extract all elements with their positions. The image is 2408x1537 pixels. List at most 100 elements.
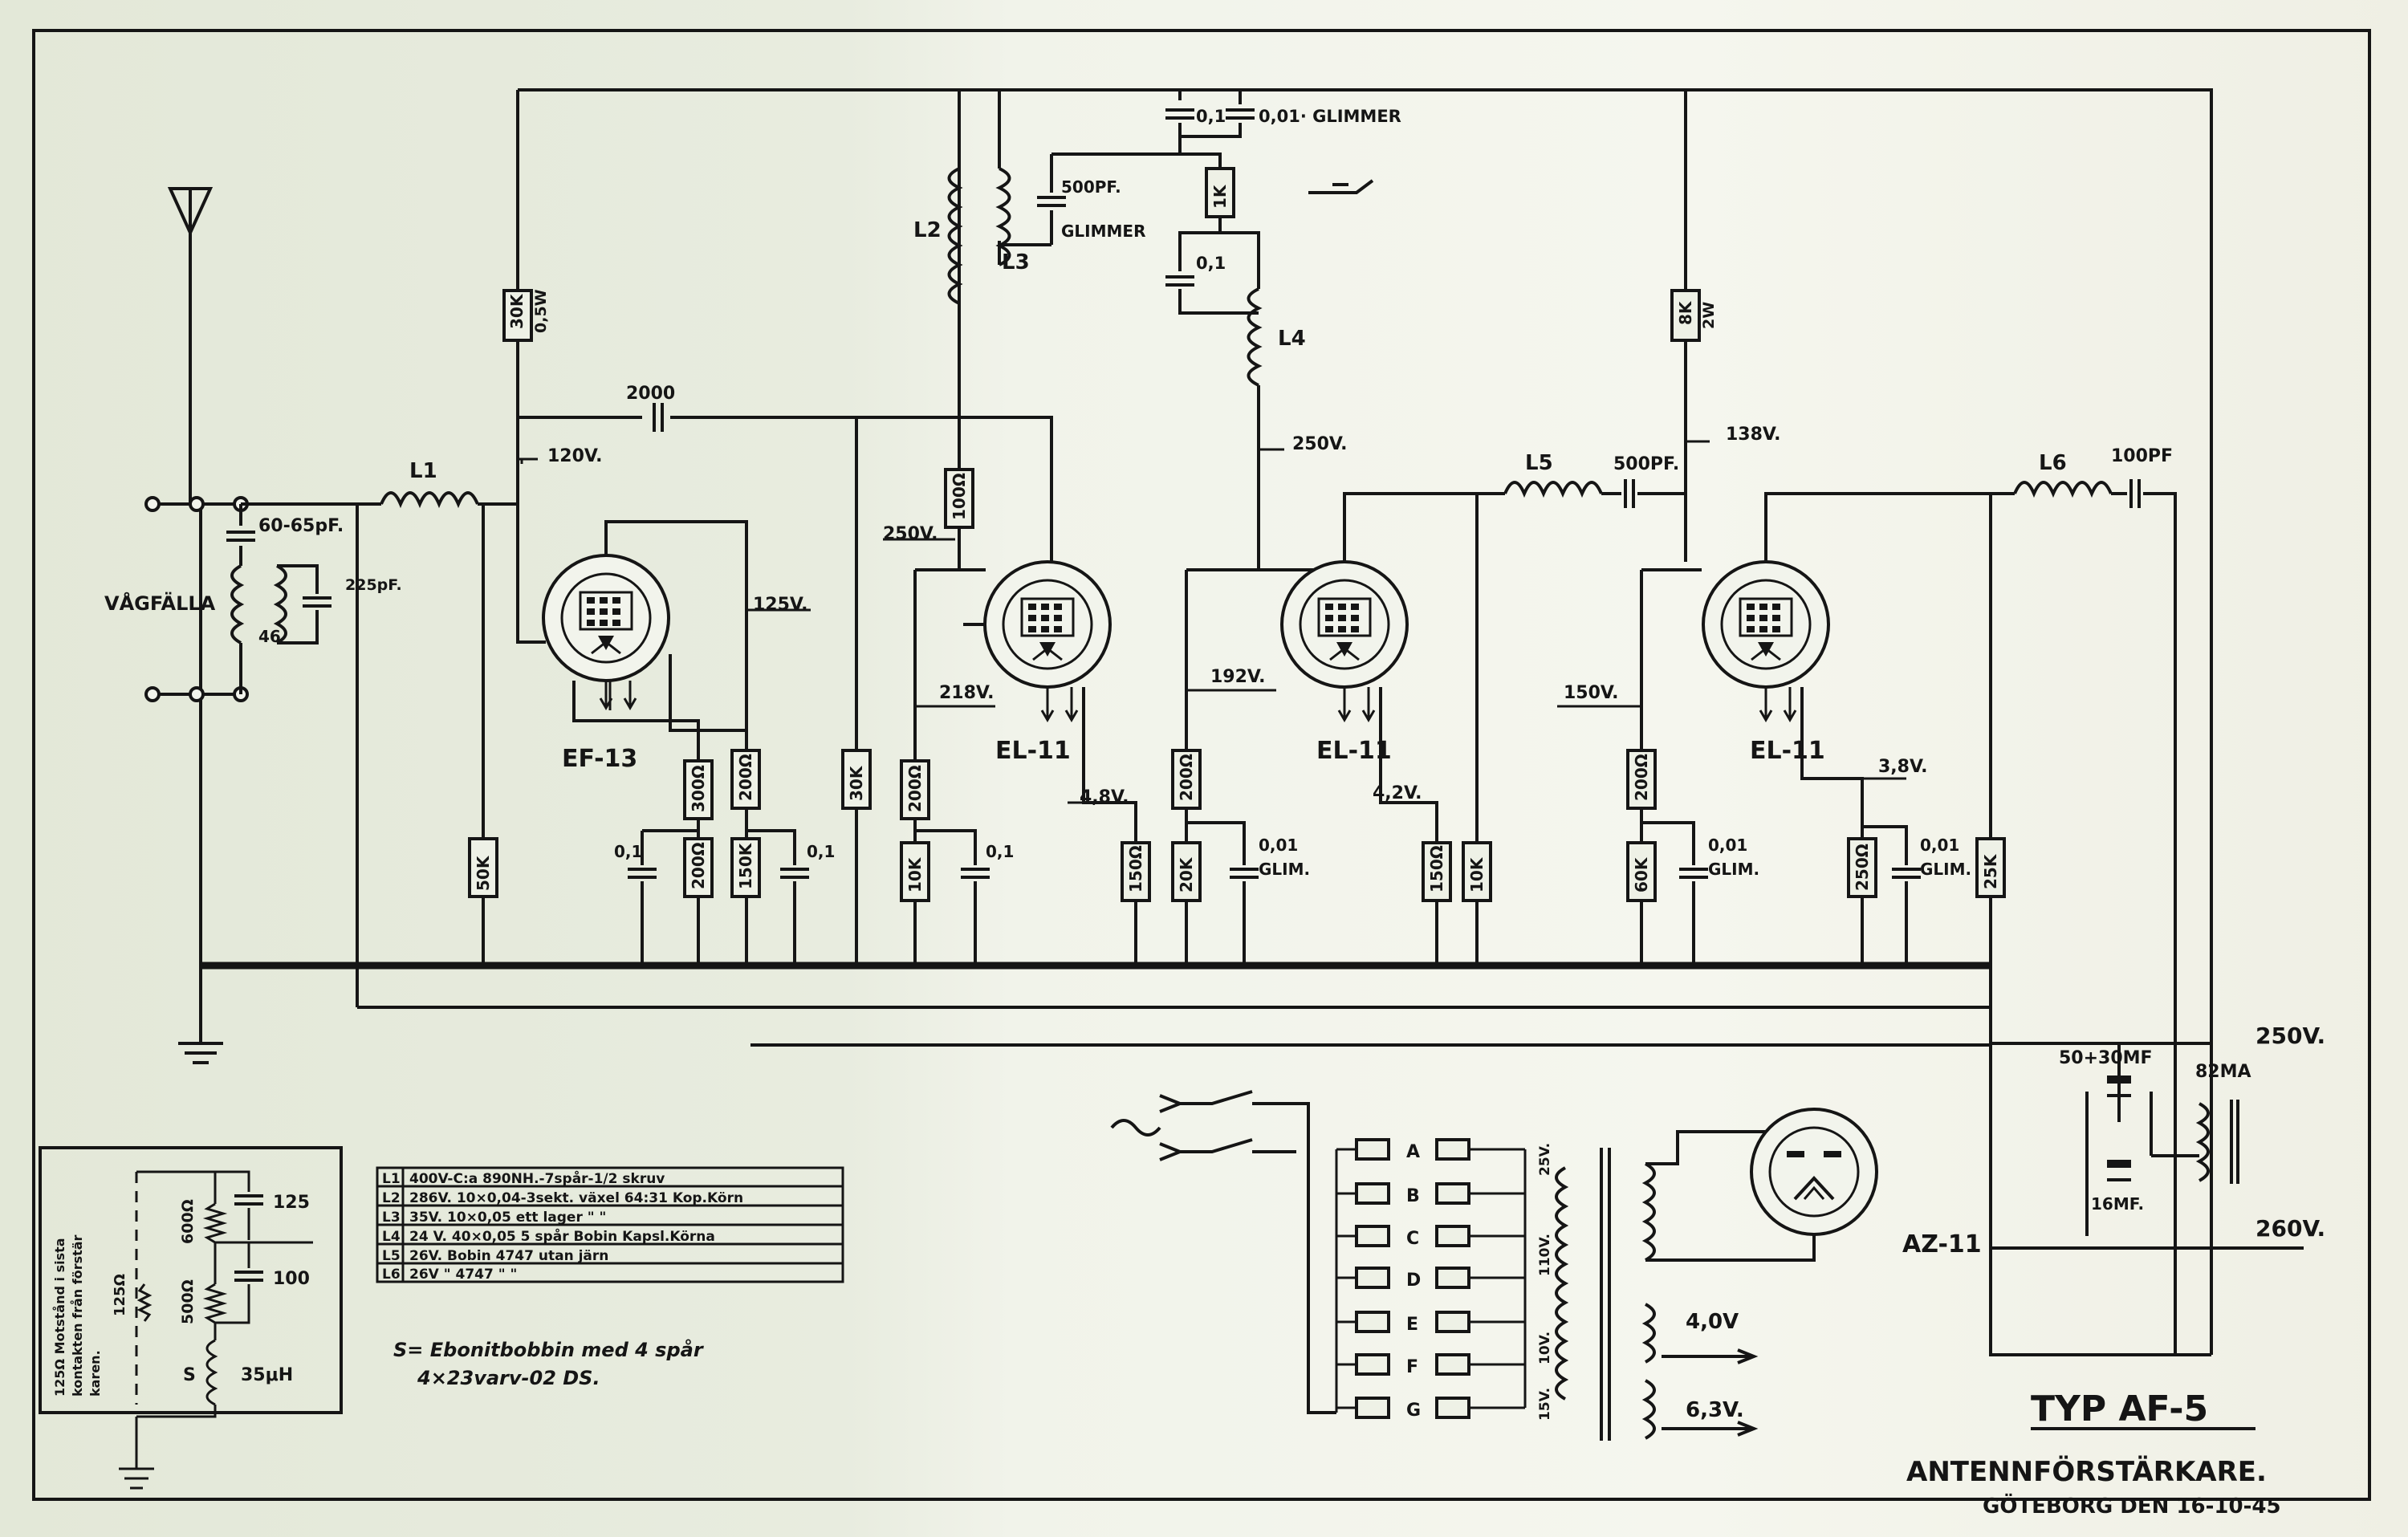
coil-table-row2-spec: 286V. 10×0,04-3sekt. växel 64:31 Kop.Kör…: [409, 1190, 743, 1206]
tube-ef13: [542, 554, 670, 682]
inset-c-100-label: 100: [273, 1269, 310, 1289]
coil-table-row6-spec: 26V " 4747 " ": [409, 1267, 517, 1283]
r-30k-top-label: 30K: [507, 293, 527, 329]
cap-001-glimmer-label: 0,01· GLIMMER: [1259, 107, 1401, 126]
volt-63-label: 6,3V.: [1686, 1398, 1744, 1422]
switch-g-label: G: [1406, 1401, 1421, 1421]
cap-glimmer-label: GLIMMER: [1061, 222, 1145, 241]
inset-r-125-label: 125Ω: [112, 1274, 128, 1316]
r-150k-label: 150K: [736, 842, 755, 889]
volt-192-label: 192V.: [1210, 667, 1265, 687]
r-50k-label: 50K: [474, 855, 493, 891]
coil-l5-label: L5: [1525, 451, 1553, 475]
coil-l6-label: L6: [2039, 451, 2067, 475]
cap-001-glim-b-label: 0,01: [1708, 836, 1747, 855]
coil-table-row3-id: L3: [382, 1210, 401, 1226]
tube-el11-a-label: EL-11: [995, 737, 1071, 765]
volt-15-label: 15V.: [1537, 1388, 1553, 1421]
coil-table: [376, 1166, 844, 1283]
title-subtitle: ANTENNFÖRSTÄRKARE.: [1906, 1455, 2267, 1488]
coil-table-row1-spec: 400V-C:a 890NH.-7spår-1/2 skruv: [409, 1169, 665, 1187]
coil-table-row5-id: L5: [382, 1248, 401, 1264]
title-type: TYP AF-5: [2031, 1389, 2208, 1429]
volt-38-label: 3,8V.: [1878, 757, 1928, 777]
coil-l2: [947, 167, 963, 305]
drawing-border: [32, 29, 2371, 1501]
cap-01-mid-label: 0,1: [1196, 254, 1226, 273]
coil-l4-label: L4: [1278, 327, 1306, 351]
switch-e-label: E: [1406, 1315, 1418, 1335]
volt-48-label: 4,8V.: [1080, 787, 1129, 807]
tube-az11: [1750, 1108, 1878, 1236]
coil-l6: [2013, 481, 2113, 498]
cap-100-l6-label: 100PF: [2111, 446, 2173, 466]
tube-el11-a: [983, 560, 1112, 689]
volt-250a-label: 250V.: [883, 524, 938, 544]
coil-l3: [995, 167, 1011, 266]
coil-table-row1-id: L1: [382, 1171, 401, 1187]
cap-50-30-label: 50+30MF: [2059, 1048, 2153, 1068]
coil-l5: [1503, 481, 1603, 498]
coil-table-row2-id: L2: [382, 1190, 401, 1206]
tube-el11-c: [1702, 560, 1830, 689]
volt-110-label: 110V.: [1537, 1234, 1553, 1276]
coil-l1: [380, 491, 479, 509]
vagfalla-label: VÅGFÄLLA: [104, 592, 216, 615]
note-s-line1: S= Ebonitbobbin med 4 spår: [393, 1338, 705, 1361]
inset-r-500-label: 500Ω: [179, 1279, 197, 1324]
inset-l-35-label: 35μH: [241, 1365, 293, 1385]
inset-side-text-3: karen.: [87, 1350, 103, 1397]
volt-260-label: 260V.: [2255, 1215, 2325, 1242]
coil-l3-label: L3: [1002, 250, 1030, 274]
tube-el11-b: [1280, 560, 1409, 689]
inset-r-600-label: 600Ω: [179, 1199, 197, 1244]
volt-10-label: 10V.: [1537, 1332, 1553, 1364]
volt-82ma-label: 82MA: [2195, 1062, 2251, 1082]
r-8k-watt-label: 2W: [1700, 302, 1718, 329]
volt-40-label: 4,0V: [1686, 1310, 1739, 1334]
volt-42-label: 4,2V.: [1373, 783, 1422, 803]
switch-b-label: B: [1406, 1186, 1420, 1206]
volt-138-label: 138V.: [1726, 425, 1780, 445]
r-150b-label: 150Ω: [1427, 845, 1446, 893]
glim-c-label: GLIM.: [1920, 860, 1971, 879]
inset-frame: [39, 1146, 343, 1490]
switch-d-label: D: [1406, 1271, 1421, 1291]
r-20k-label: 20K: [1177, 856, 1196, 893]
r-10k-b-label: 10K: [1467, 856, 1487, 893]
volt-125-label: 125V.: [753, 595, 807, 615]
coil-l1-label: L1: [409, 459, 437, 483]
r-25k-label: 25K: [1981, 853, 2000, 889]
volt-120-label: 120V.: [547, 446, 602, 466]
vagfalla-sub-label: 46: [258, 627, 281, 646]
coil-table-row4-id: L4: [382, 1229, 401, 1245]
switch-c-label: C: [1406, 1229, 1419, 1249]
r-200d-label: 200Ω: [1177, 754, 1196, 801]
tube-ef13-label: EF-13: [562, 745, 637, 773]
cap-001-glim-c-label: 0,01: [1920, 836, 1959, 855]
coil-table-row4-spec: 24 V. 40×0,05 5 spår Bobin Kapsl.Körna: [409, 1227, 715, 1245]
cap-225-label: 225pF.: [345, 576, 402, 594]
inset-side-text-1: 125Ω Motstånd i sista: [52, 1238, 67, 1397]
cap-2000-label: 2000: [626, 384, 675, 404]
r-200b-label: 200Ω: [736, 754, 755, 801]
r-300-label: 300Ω: [689, 765, 708, 812]
coil-table-row3-spec: 35V. 10×0,05 ett lager " ": [409, 1210, 606, 1226]
cap-01-a-label: 0,1: [614, 842, 642, 861]
coil-l4: [1247, 287, 1263, 387]
tube-az11-label: AZ-11: [1902, 1230, 1982, 1258]
r-250-label: 250Ω: [1853, 844, 1872, 891]
r-30k-top-watt: 0,5W: [532, 289, 550, 333]
glim-b-label: GLIM.: [1708, 860, 1759, 879]
volt-25-label: 25V.: [1537, 1143, 1553, 1176]
vagfalla-coil: [230, 564, 245, 644]
tube-el11-c-label: EL-11: [1750, 737, 1825, 765]
antenna-symbol: [167, 187, 214, 966]
volt-150-label: 150V.: [1564, 683, 1618, 703]
inset-side-text-2: kontakten från förstär: [70, 1234, 85, 1397]
r-8k-label: 8K: [1676, 300, 1695, 325]
cap-01-b-label: 0,1: [807, 842, 835, 861]
r-200e-label: 200Ω: [1632, 754, 1651, 801]
